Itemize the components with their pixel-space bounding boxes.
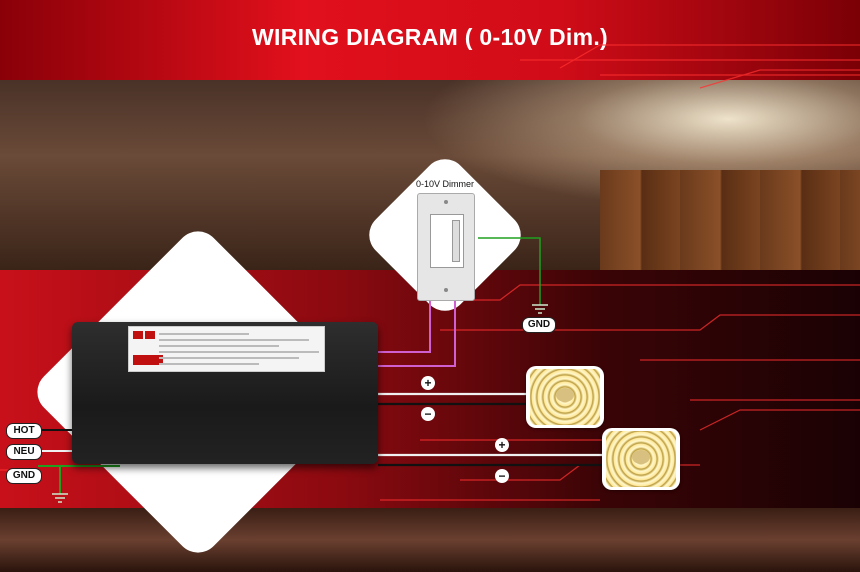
- dimmer-slider: [452, 220, 460, 262]
- dimmer-switch: [417, 193, 475, 301]
- decorative-light-lines: [0, 44, 860, 501]
- led-strip-reel-2: [602, 428, 680, 490]
- strip2-plus-sign: +: [495, 438, 509, 452]
- input-wires: [38, 429, 120, 494]
- ground-terminal-tag: GND: [6, 468, 42, 484]
- strip1-output-wires: [378, 392, 530, 406]
- dimmer-ground-wire: [478, 237, 541, 305]
- led-strip-reel-1: [526, 366, 604, 428]
- rating-badge: [133, 355, 163, 365]
- page-title: WIRING DIAGRAM ( 0-10V Dim.): [252, 24, 608, 50]
- header-banner: [0, 0, 860, 80]
- neutral-terminal-tag: NEU: [6, 444, 42, 460]
- hot-terminal-tag: HOT: [6, 423, 42, 439]
- floor-background: [0, 508, 860, 572]
- brand-logo-icon: [145, 331, 155, 339]
- ground-symbol-dimmer: [532, 304, 548, 314]
- brand-logo-icon: [133, 331, 143, 339]
- strip1-minus-sign: −: [421, 407, 435, 421]
- strip2-output-wires: [378, 453, 608, 467]
- strip1-plus-sign: +: [421, 376, 435, 390]
- wood-wall-panels: [600, 170, 860, 270]
- strip2-minus-sign: −: [495, 469, 509, 483]
- dimmer-label: 0-10V Dimmer: [415, 179, 474, 189]
- dimmer-ground-tag: GND: [522, 317, 556, 333]
- driver-product-label: [128, 326, 325, 372]
- ground-symbol-driver: [52, 493, 68, 503]
